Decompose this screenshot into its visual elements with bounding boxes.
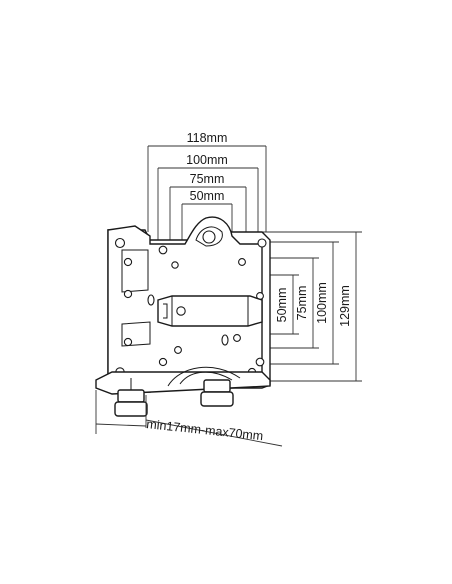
left-knob-top	[117, 389, 145, 403]
label-75mm-vertical: 75mm	[295, 286, 309, 321]
hole	[255, 357, 265, 367]
hole	[123, 337, 133, 347]
clamp-knobs	[114, 378, 234, 417]
hole	[257, 238, 267, 248]
hole	[114, 237, 126, 249]
left-knob-base	[114, 401, 148, 417]
hole	[238, 258, 246, 266]
base-plate	[95, 366, 271, 395]
hole	[158, 245, 168, 255]
hole	[158, 357, 168, 367]
hole	[123, 289, 133, 299]
slot	[221, 334, 229, 346]
mounting-holes	[114, 230, 267, 377]
label-100mm-vertical: 100mm	[315, 282, 329, 324]
dim-line-range	[145, 419, 283, 447]
label-clamp-range: min17mm-max70mm	[146, 417, 264, 443]
slot	[147, 294, 155, 306]
clamp-strap	[157, 295, 263, 327]
label-129mm: 129mm	[338, 285, 352, 327]
hole	[171, 261, 179, 269]
label-50mm: 50mm	[190, 189, 225, 203]
hole	[202, 230, 216, 244]
height-dimensions: 129mm 100mm 75mm 50mm	[240, 231, 362, 382]
label-100mm: 100mm	[186, 153, 228, 167]
right-knob-top	[203, 379, 231, 393]
hole	[174, 346, 182, 354]
label-118mm: 118mm	[187, 131, 228, 145]
label-75mm: 75mm	[190, 172, 225, 186]
right-knob-base	[200, 391, 234, 407]
hole	[123, 257, 133, 267]
dim-line-range-lead	[95, 423, 147, 427]
label-50mm-vertical: 50mm	[275, 288, 289, 323]
hole	[233, 334, 241, 342]
